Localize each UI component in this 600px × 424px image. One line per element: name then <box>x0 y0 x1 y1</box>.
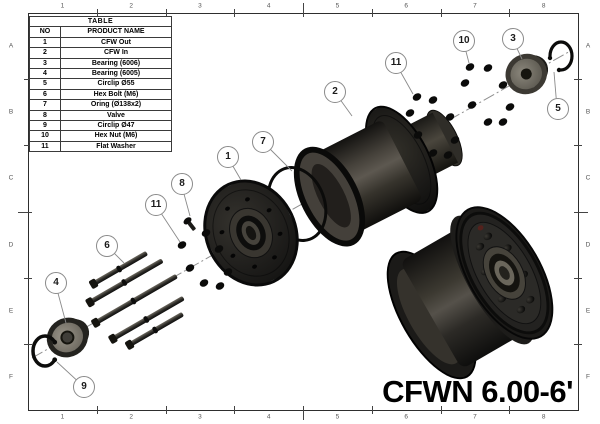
balloon-11: 11 <box>385 52 407 74</box>
part-no-cell: 11 <box>29 140 61 153</box>
zone-col-top: 3 <box>198 2 202 10</box>
balloon-2: 2 <box>324 81 346 103</box>
part-name-cell: Circlip Ø47 <box>60 120 172 132</box>
zone-col-bottom: 7 <box>473 413 477 421</box>
zone-col-bottom: 4 <box>266 413 271 421</box>
zone-col-bottom: 2 <box>129 413 133 421</box>
zone-tick <box>509 9 511 17</box>
balloon-7: 7 <box>252 131 274 153</box>
zone-col-bottom: 5 <box>335 413 340 421</box>
zone-tick <box>574 145 582 147</box>
part-no-cell: 10 <box>29 130 61 142</box>
zone-row-left: E <box>8 307 14 315</box>
part-no-cell: 4 <box>29 68 61 80</box>
balloon-10: 10 <box>453 30 475 52</box>
zone-row-right: F <box>586 373 590 381</box>
zone-row-left: D <box>8 241 14 249</box>
part-name-cell: CFW Out <box>60 36 172 49</box>
part-name-cell: Circlip Ø55 <box>60 78 172 90</box>
zone-row-right: E <box>585 307 591 315</box>
zone-tick <box>440 9 442 17</box>
zone-row-left: A <box>8 42 14 50</box>
part-name-cell: Oring (Ø138x2) <box>60 99 172 111</box>
zone-tick <box>371 9 373 17</box>
zone-row-right: D <box>585 241 591 249</box>
part-no-cell: 7 <box>29 99 61 111</box>
part-no-cell: 2 <box>29 47 61 59</box>
balloon-1: 1 <box>217 146 239 168</box>
balloon-11: 11 <box>145 194 167 216</box>
part-name-cell: Valve <box>60 109 172 122</box>
zone-tick <box>24 343 32 345</box>
zone-tick <box>165 406 167 414</box>
zone-tick <box>165 9 167 17</box>
zone-col-bottom: 3 <box>198 413 202 421</box>
zone-col-top: 4 <box>266 2 271 10</box>
balloon-9: 9 <box>73 376 95 398</box>
zone-tick <box>303 406 304 420</box>
zone-tick <box>574 211 588 213</box>
zone-tick <box>574 343 582 345</box>
part-no-cell: 3 <box>29 57 61 70</box>
zone-col-bottom: 1 <box>60 413 65 421</box>
part-name-cell: CFW In <box>60 47 172 59</box>
zone-tick <box>24 79 32 81</box>
zone-tick <box>234 9 236 17</box>
zone-col-top: 6 <box>404 2 408 10</box>
zone-col-top: 2 <box>129 2 133 10</box>
zone-row-right: C <box>585 174 591 182</box>
drawing-title: CFWN 6.00-6' <box>382 374 573 409</box>
zone-row-left: C <box>8 174 14 182</box>
balloon-6: 6 <box>96 235 118 257</box>
zone-row-right: A <box>585 42 591 50</box>
part-name-cell: Hex Bolt (M6) <box>60 88 172 101</box>
zone-tick <box>18 211 32 213</box>
zone-tick <box>371 406 373 414</box>
balloon-3: 3 <box>502 28 524 50</box>
table-title: TABLE <box>29 15 172 28</box>
zone-col-bottom: 8 <box>541 413 546 421</box>
zone-tick <box>24 277 32 279</box>
zone-row-left: F <box>9 373 13 381</box>
zone-col-top: 8 <box>541 2 546 10</box>
part-no-cell: 5 <box>29 78 61 90</box>
balloon-8: 8 <box>171 173 193 195</box>
part-no-cell: 9 <box>29 120 61 132</box>
col-header-no: NO <box>29 26 61 38</box>
zone-row-right: B <box>585 108 591 116</box>
balloon-4: 4 <box>45 272 67 294</box>
part-name-cell: Flat Washer <box>60 140 172 153</box>
zone-col-bottom: 6 <box>404 413 408 421</box>
part-no-cell: 8 <box>29 109 61 122</box>
zone-tick <box>509 406 511 414</box>
part-no-cell: 6 <box>29 88 61 101</box>
zone-tick <box>96 9 98 17</box>
col-header-product-name: PRODUCT NAME <box>60 26 172 38</box>
part-name-cell: Hex Nut (M6) <box>60 130 172 142</box>
part-name-cell: Bearing (6005) <box>60 68 172 80</box>
zone-tick <box>440 406 442 414</box>
zone-col-top: 7 <box>473 2 477 10</box>
zone-tick <box>234 406 236 414</box>
zone-tick <box>96 406 98 414</box>
zone-col-top: 1 <box>60 2 65 10</box>
zone-tick <box>574 277 582 279</box>
zone-tick <box>574 79 582 81</box>
zone-col-top: 5 <box>335 2 340 10</box>
part-name-cell: Bearing (6006) <box>60 57 172 70</box>
zone-tick <box>24 145 32 147</box>
zone-tick <box>303 3 304 17</box>
zone-row-left: B <box>8 108 14 116</box>
part-no-cell: 1 <box>29 36 61 49</box>
balloon-5: 5 <box>547 98 569 120</box>
